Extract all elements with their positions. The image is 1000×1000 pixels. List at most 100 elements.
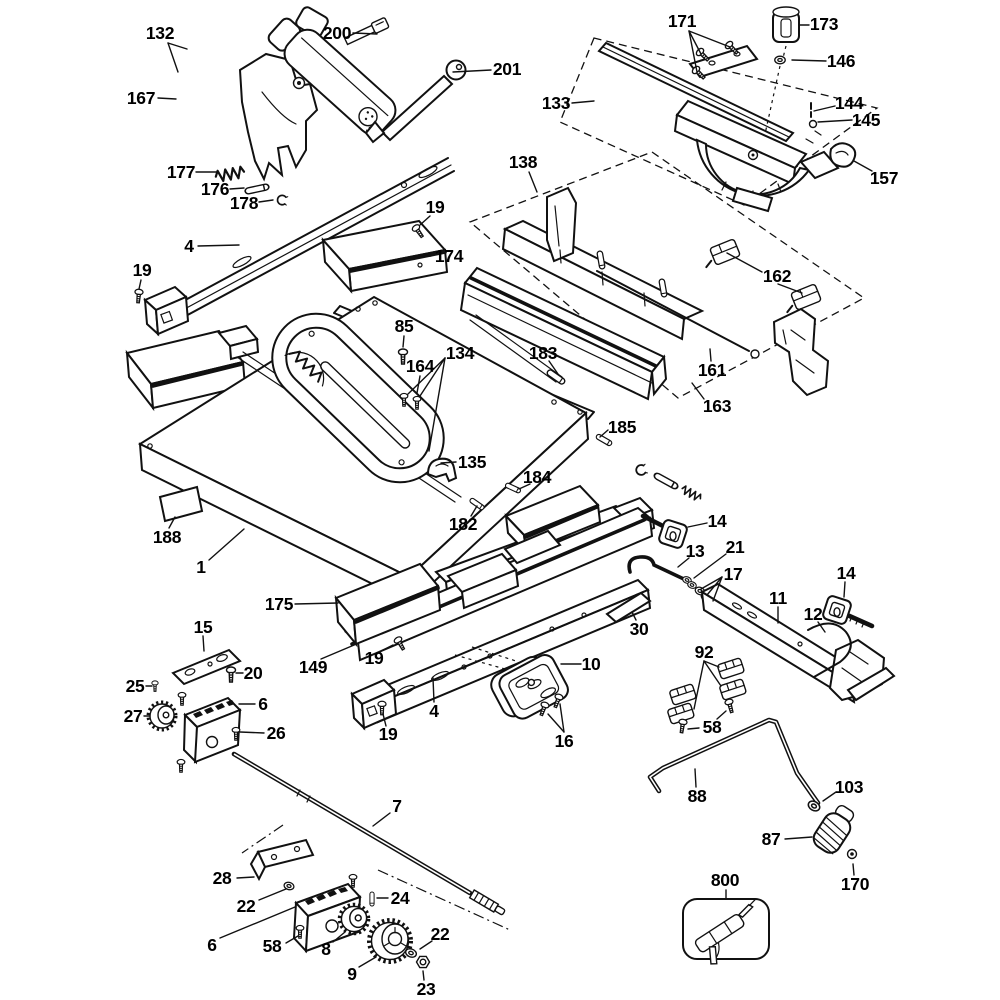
- cord-clip-92: [718, 677, 748, 702]
- part-label-132: 132: [146, 23, 175, 43]
- leader-line-15: [202, 635, 205, 652]
- leader-line-58: [285, 935, 299, 944]
- leader-line-4: [197, 244, 240, 247]
- cord-clip-92: [668, 682, 698, 707]
- screw-20: [225, 666, 237, 683]
- leader-line-6: [219, 906, 296, 939]
- part-label-6: 6: [207, 935, 217, 955]
- leader-line-201: [452, 69, 492, 73]
- miter-handle-knob: [829, 142, 857, 168]
- leader-line-200: [352, 32, 378, 35]
- spec-label-plate-188: [158, 485, 204, 523]
- miter-gauge-assembly: [559, 6, 879, 213]
- leader-line-92: [693, 660, 705, 710]
- leader-line-171: [688, 30, 698, 73]
- part-label-103: 103: [835, 777, 864, 797]
- leader-line-162: [726, 252, 763, 273]
- leader-line-28: [236, 876, 255, 879]
- leader-line-9: [358, 956, 377, 968]
- leader-line-23: [422, 970, 425, 981]
- leader-line-21: [693, 553, 727, 579]
- part-label-800: 800: [711, 870, 740, 890]
- miter-protractor-head: [695, 138, 811, 197]
- part-label-14: 14: [837, 563, 856, 583]
- lock-spring: [679, 484, 704, 503]
- fence-adjust-rod: [596, 270, 750, 352]
- part-label-164: 164: [406, 356, 435, 376]
- part-label-135: 135: [458, 452, 487, 472]
- fence-front-clamp: [546, 186, 578, 263]
- part-label-200: 200: [323, 23, 352, 43]
- part-label-134: 134: [446, 343, 475, 363]
- part-label-58: 58: [703, 717, 722, 737]
- clevis-pin: [652, 471, 680, 491]
- clip-ring: [634, 462, 649, 477]
- leader-line-58: [716, 710, 727, 720]
- leader-line-145: [817, 119, 853, 123]
- leader-line-8: [332, 931, 346, 943]
- leader-line-188: [168, 516, 176, 529]
- guard-handle: [267, 17, 397, 140]
- crank-knob-87: [812, 804, 855, 855]
- part-label-19: 19: [133, 260, 152, 280]
- leader-line-157: [853, 160, 873, 172]
- leader-line-175: [294, 602, 339, 605]
- clip-178: [275, 193, 289, 207]
- part-label-8: 8: [321, 939, 331, 959]
- crank-shaft-group: [231, 751, 511, 969]
- leader-line-19: [419, 215, 431, 226]
- part-label-6: 6: [258, 694, 268, 714]
- leader-line-7: [372, 812, 391, 827]
- rail-screw-19: [133, 288, 144, 304]
- leader-line-138: [528, 171, 538, 193]
- leader-line-171: [688, 30, 731, 48]
- leader-line-134: [407, 357, 446, 395]
- part-label-19: 19: [365, 648, 384, 668]
- part-label-175: 175: [265, 594, 294, 614]
- part-label-22: 22: [237, 896, 256, 916]
- part-label-11: 11: [769, 588, 787, 608]
- adjust-gear-27: [146, 700, 178, 732]
- part-label-13: 13: [686, 541, 705, 561]
- leader-line-178: [258, 199, 274, 203]
- fence-clamp-pad: [705, 238, 741, 269]
- part-label-16: 16: [555, 731, 574, 751]
- leader-lines-layer: [138, 24, 873, 981]
- part-label-145: 145: [852, 110, 881, 130]
- part-label-9: 9: [347, 964, 357, 984]
- fence-end-bracket: [772, 307, 830, 397]
- bracket-screw: [177, 691, 187, 706]
- part-label-87: 87: [762, 829, 781, 849]
- hook-rod-13: [627, 555, 690, 583]
- cord-clip-92: [716, 656, 746, 681]
- leader-line-146: [791, 59, 827, 62]
- part-label-161: 161: [698, 360, 727, 380]
- part-label-144: 144: [835, 93, 864, 113]
- part-label-19: 19: [379, 724, 398, 744]
- throat-plate: [271, 312, 445, 484]
- part-label-174: 174: [435, 246, 464, 266]
- fence-lock-hardware: [605, 513, 719, 624]
- leader-line-22: [258, 888, 287, 901]
- part-label-157: 157: [870, 168, 898, 188]
- part-label-58: 58: [263, 936, 282, 956]
- pin-24: [369, 891, 375, 907]
- blade-wrench-small: [343, 17, 390, 46]
- leader-line-30: [631, 611, 637, 621]
- leader-line-133: [571, 100, 595, 104]
- leader-line-103: [822, 791, 837, 802]
- part-label-183: 183: [529, 343, 558, 363]
- part-label-163: 163: [703, 396, 732, 416]
- part-label-21: 21: [726, 537, 745, 557]
- leader-line-134: [419, 357, 446, 397]
- crank-rod-group: [647, 717, 858, 860]
- part-label-7: 7: [392, 796, 401, 816]
- lower-rail-assembly: [350, 578, 652, 731]
- part-label-30: 30: [630, 619, 649, 639]
- kit-box-800: [682, 898, 770, 965]
- blade-wrench-large: [364, 59, 467, 144]
- part-label-176: 176: [201, 179, 230, 199]
- part-label-15: 15: [194, 617, 213, 637]
- blade-guard-assembly: [238, 6, 397, 182]
